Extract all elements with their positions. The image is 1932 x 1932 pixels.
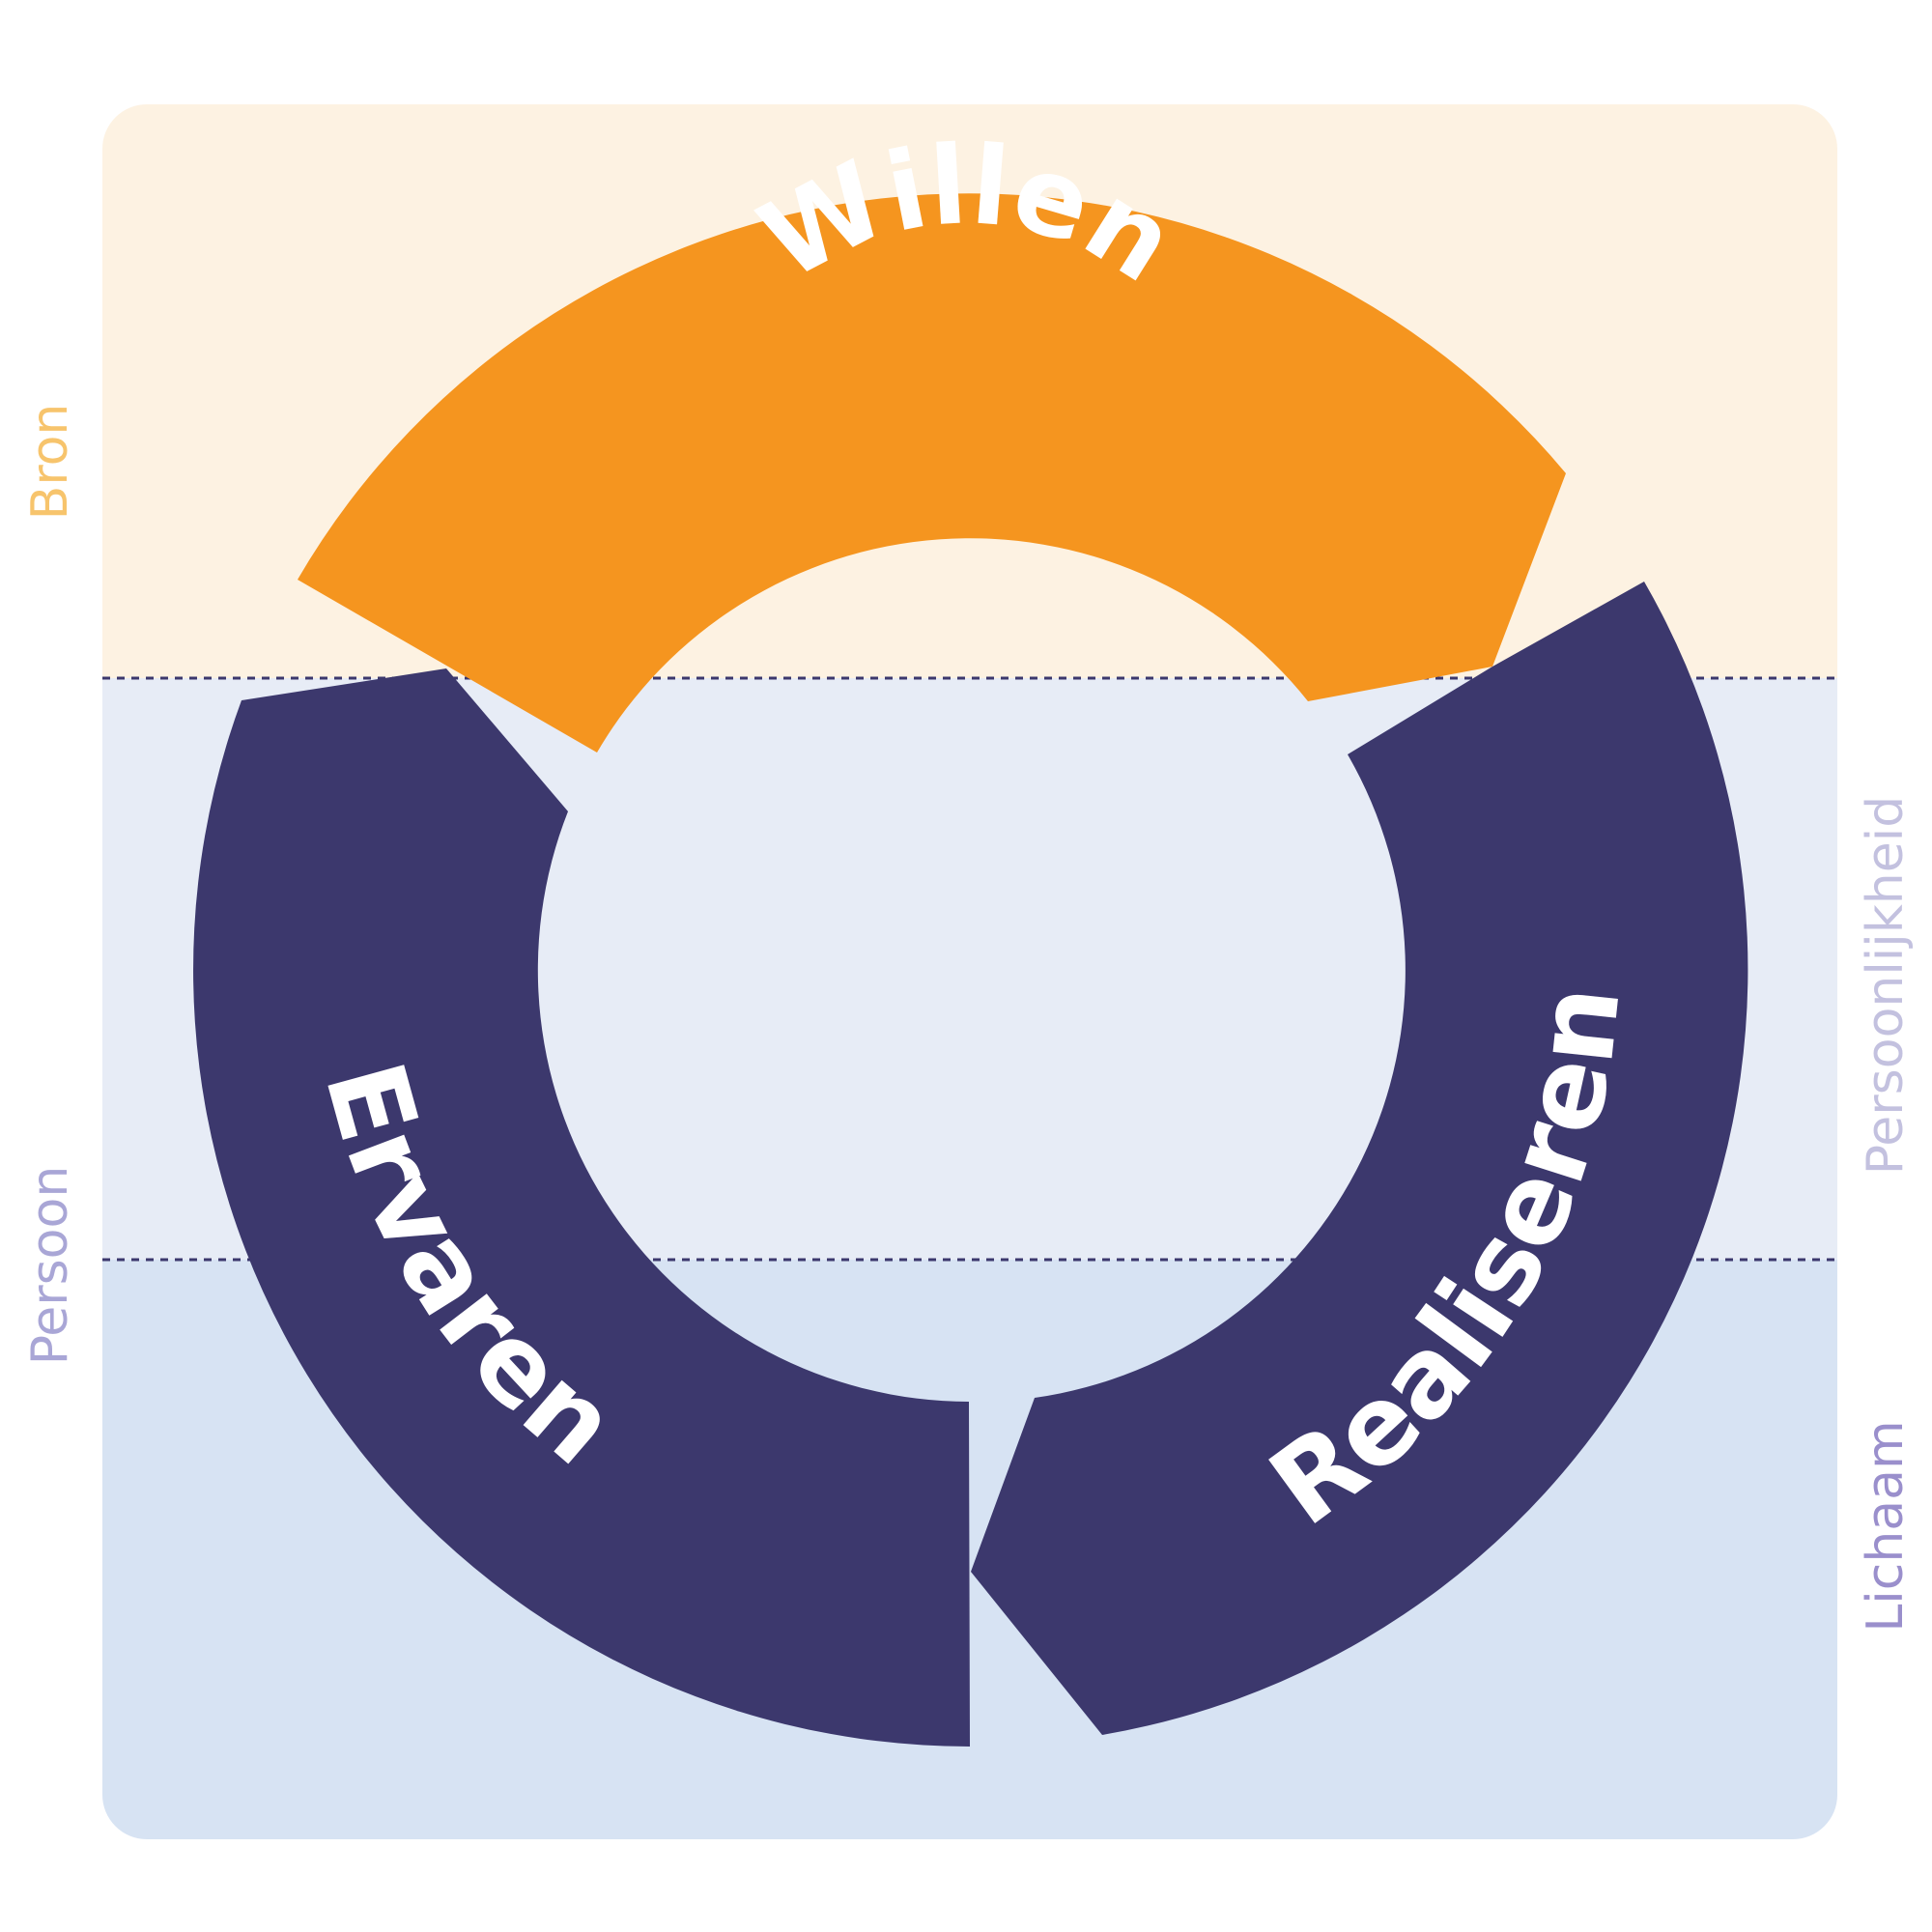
- segment-willen: [298, 193, 1566, 753]
- zone-label-lichaam: Lichaam: [1857, 1420, 1915, 1632]
- zone-label-persoon: Persoon: [21, 1166, 79, 1366]
- zone-label-persoonlijkheid: Persoonlijkheid: [1857, 796, 1915, 1175]
- segment-ervaren: [193, 668, 971, 1747]
- segment-realiseren: [971, 582, 1748, 1735]
- zone-label-bron: Bron: [21, 404, 79, 521]
